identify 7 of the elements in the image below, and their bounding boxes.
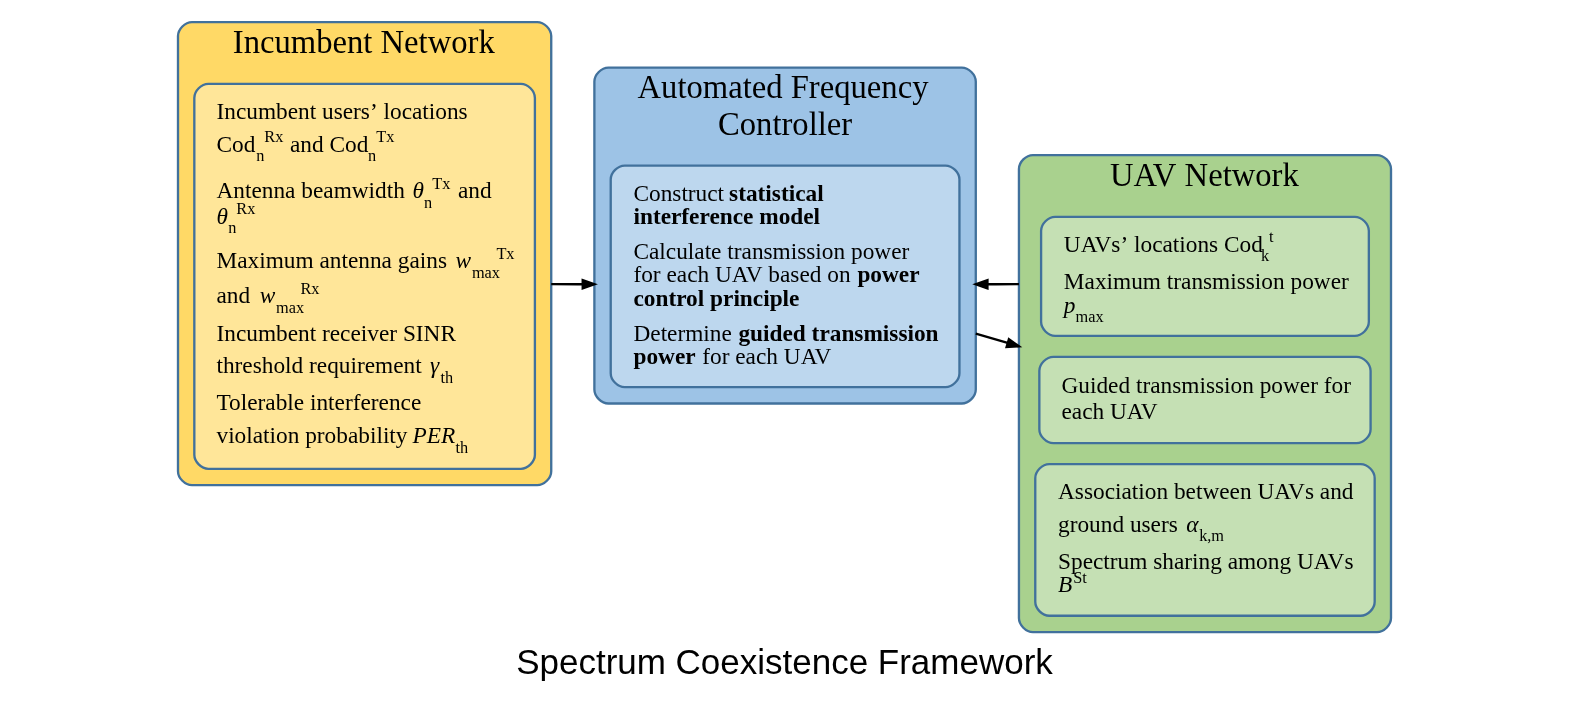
arrow: [972, 278, 1019, 290]
caption: Spectrum Coexistence Framework: [516, 642, 1053, 682]
node-box: Construct statistical interference model Calculate transmission power for each UAV based on power control principle Determine guided transmission power for each UAV: [609, 164, 961, 389]
node-box: Guided transmission power for each UAV: [1038, 355, 1372, 445]
node-box: Association between UAVs and ground users α$_{k,m}$ Spectrum sharing among UAVs B$^{St}$: [1034, 462, 1376, 617]
arrow: [975, 332, 1023, 349]
arrow: [551, 278, 598, 290]
